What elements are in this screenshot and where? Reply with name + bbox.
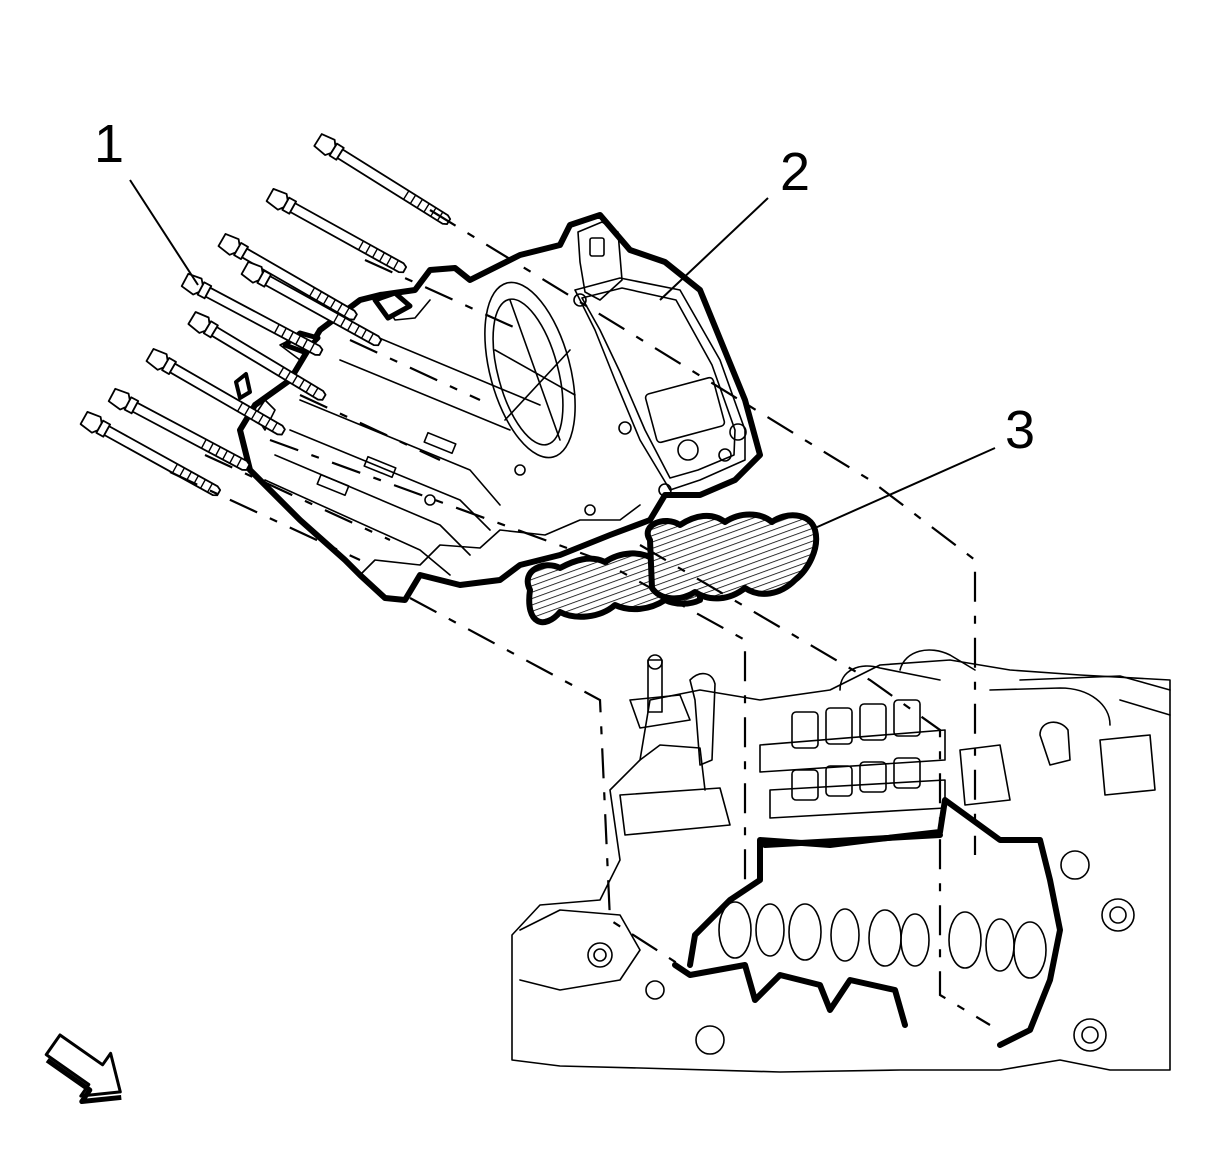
gasket-upper [644, 511, 820, 602]
head-sealing-surface [687, 797, 1063, 1048]
leader-3 [814, 447, 996, 529]
fuel-injectors [791, 699, 921, 801]
leader-2 [659, 197, 769, 301]
intake-manifold-gaskets [524, 511, 820, 626]
intake-manifold-assembly [237, 212, 763, 603]
bolt [264, 186, 410, 279]
front-direction-arrow-icon [44, 1033, 122, 1105]
callout-3: 3 [1005, 400, 1035, 460]
engine-cylinder-heads [511, 649, 1171, 1073]
bolt [78, 409, 224, 502]
throttle-body [574, 277, 746, 491]
leader-1 [129, 179, 199, 286]
throttle-connector [577, 221, 623, 301]
clip-mid [372, 290, 413, 321]
throttle-bore [484, 281, 576, 459]
callouts: 1 2 3 [94, 114, 1035, 529]
intake-ports [718, 901, 1047, 979]
callout-2: 2 [780, 142, 810, 202]
bolt [312, 131, 455, 231]
clip-lower [234, 372, 252, 400]
alignment-lines [169, 209, 991, 1026]
callout-1: 1 [94, 114, 124, 174]
manifold-runners [264, 329, 596, 576]
